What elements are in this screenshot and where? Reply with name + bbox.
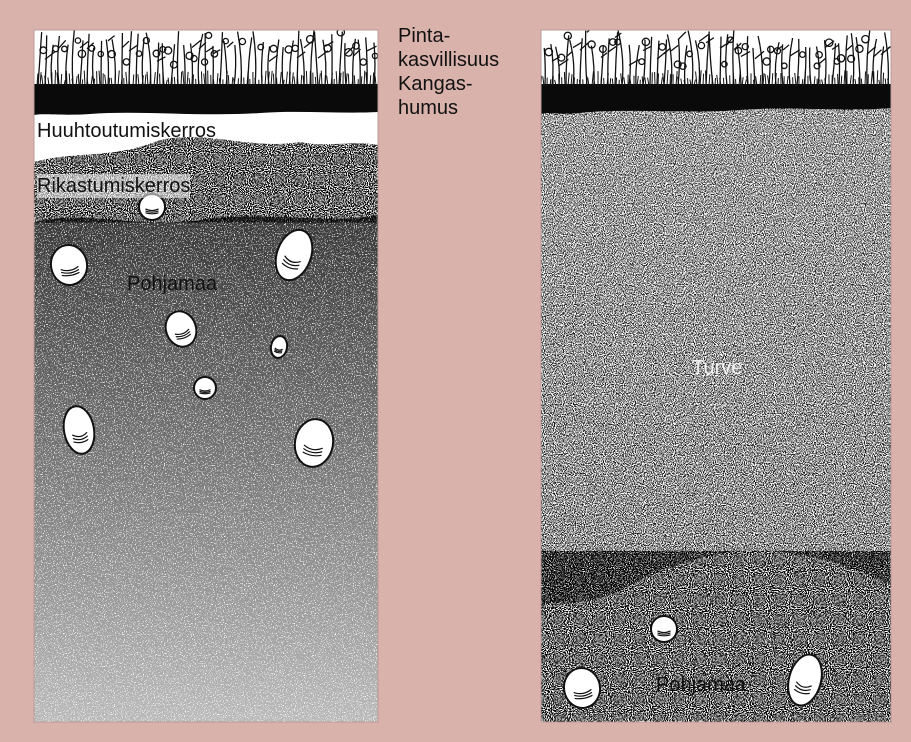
surface-vegetation-label-2: kasvillisuus	[398, 48, 499, 72]
humus-label-1: Kangas-	[398, 72, 499, 96]
eluvial-layer-label: Huuhtoutumiskerros	[37, 119, 216, 143]
illuvial-layer-label: Rikastumiskerros	[37, 174, 190, 198]
humus-label-2: humus	[398, 96, 499, 120]
peat-texture	[541, 100, 891, 604]
bedrock-label-right: Pohjamaa	[656, 673, 746, 697]
humus-layer-left	[34, 84, 378, 115]
surface-vegetation-label-1: Pinta-	[398, 24, 499, 48]
surface-labels: Pinta- kasvillisuus Kangas- humus	[398, 24, 499, 120]
peat-label: Turve	[692, 356, 742, 380]
bedrock-label-left: Pohjamaa	[127, 272, 217, 296]
